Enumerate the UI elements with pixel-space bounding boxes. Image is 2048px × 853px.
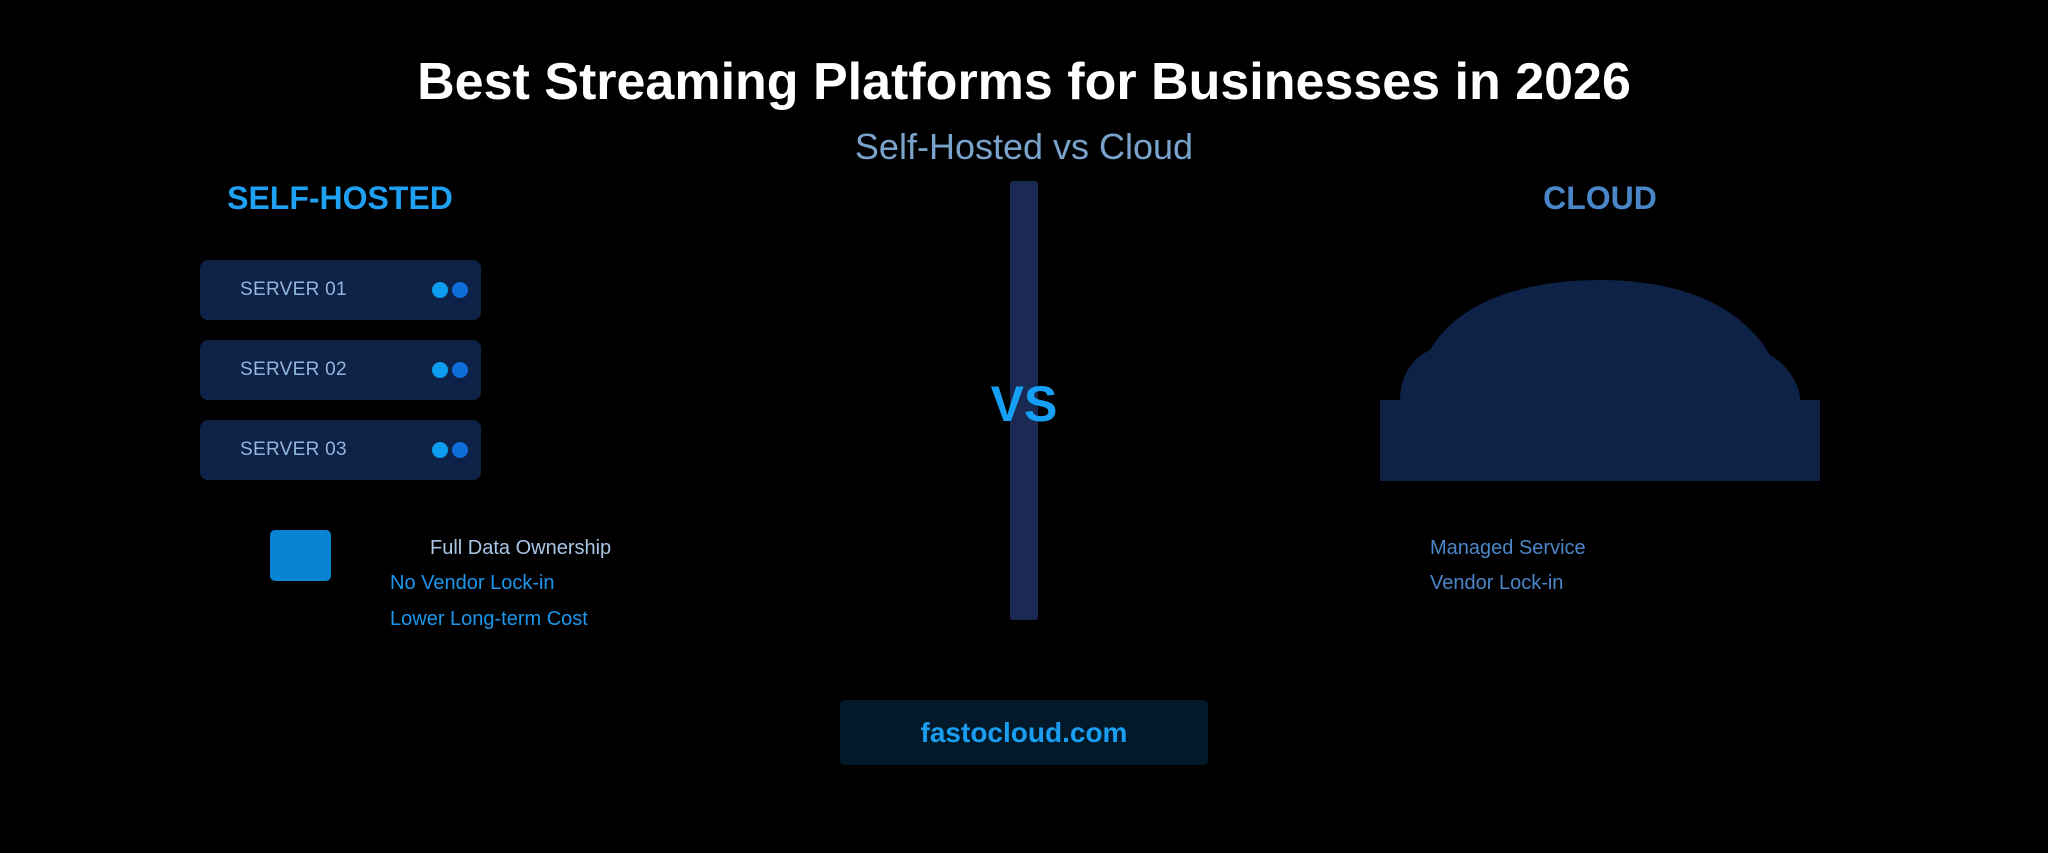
- server-rack-02: SERVER 02: [200, 340, 481, 400]
- page-subtitle: Self-Hosted vs Cloud: [854, 126, 1194, 167]
- footer-site-badge: fastocloud.com: [840, 700, 1208, 765]
- status-led-icon: [452, 282, 468, 298]
- status-led-icon: [452, 362, 468, 378]
- center-divider: [1010, 181, 1038, 620]
- feature-item-no-lock-in: No Vendor Lock-in: [390, 572, 555, 594]
- storage-icon: [270, 530, 331, 581]
- feature-item-managed: Managed Service: [1430, 537, 1586, 559]
- cloud-heading: CLOUD: [1543, 180, 1657, 216]
- status-led-icon: [432, 442, 448, 458]
- status-led-icon: [452, 442, 468, 458]
- self-hosted-heading: SELF-HOSTED: [227, 180, 453, 216]
- vs-label: VS: [990, 376, 1058, 432]
- server-label: SERVER 01: [240, 279, 347, 300]
- status-led-icon: [432, 282, 448, 298]
- feature-item-vendor-lock-in: Vendor Lock-in: [1430, 572, 1564, 594]
- cloud-icon: [1380, 280, 1820, 481]
- server-label: SERVER 03: [240, 439, 347, 460]
- server-rack-03: SERVER 03: [200, 420, 481, 480]
- page-title: Best Streaming Platforms for Businesses …: [417, 53, 1631, 111]
- status-led-icon: [432, 362, 448, 378]
- feature-item-cost: Lower Long-term Cost: [390, 608, 588, 630]
- site-url: fastocloud.com: [920, 717, 1128, 748]
- feature-item-ownership: Full Data Ownership: [430, 537, 612, 559]
- server-rack-01: SERVER 01: [200, 260, 481, 320]
- server-label: SERVER 02: [240, 359, 347, 380]
